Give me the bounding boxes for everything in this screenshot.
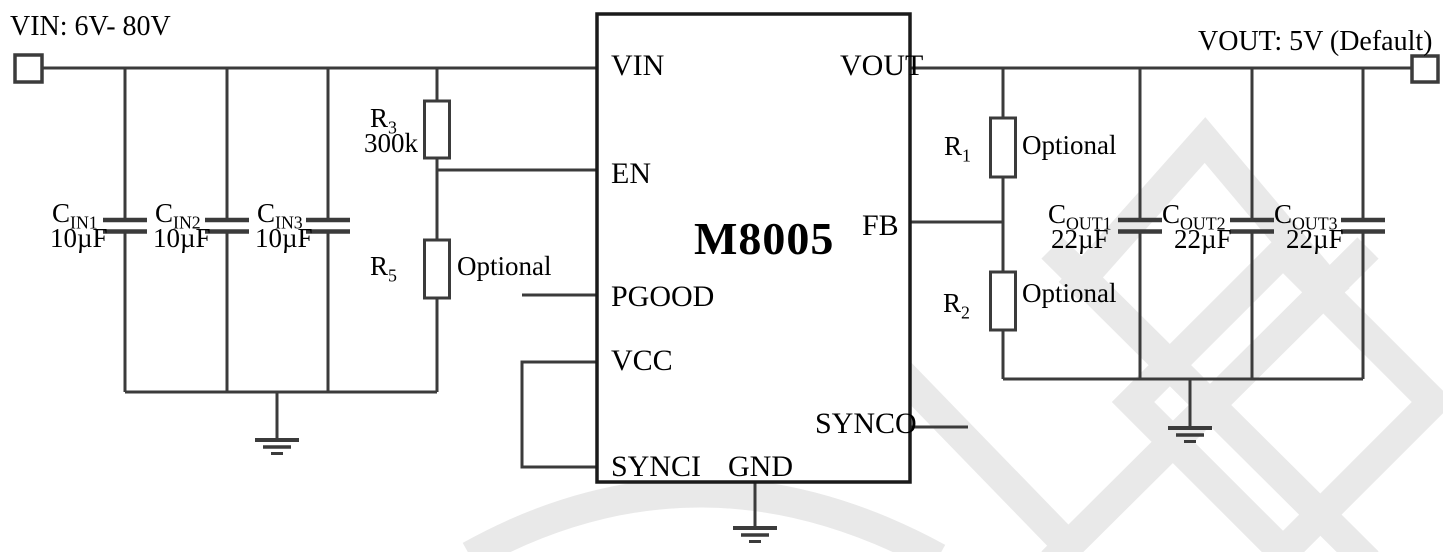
capacitor-plates (103, 217, 1385, 234)
r2-note: Optional (1022, 278, 1117, 308)
cin1-value: 10µF (50, 223, 108, 253)
cout1-ref-sub: OUT1 (1066, 213, 1112, 234)
pin-vcc: VCC (611, 344, 673, 377)
pin-synco: SYNCO (815, 407, 917, 440)
cin3-ref: CIN3 (257, 198, 303, 231)
pin-pgood: PGOOD (611, 280, 715, 313)
cin1-ref-letter: C (52, 198, 71, 228)
r2-ref-letter: R (943, 288, 962, 318)
cin3-ref-sub: IN3 (275, 212, 303, 233)
ground-ic (733, 526, 777, 543)
ground-symbols (255, 426, 1212, 543)
pin-vout: VOUT (840, 49, 924, 82)
r5-ref: R5 (370, 251, 397, 284)
cin1-ref-sub: IN1 (70, 212, 98, 233)
r5-note: Optional (457, 251, 552, 281)
cout3-value: 22µF (1286, 224, 1344, 254)
resistor-bodies (423, 99, 1017, 332)
input-voltage-label: VIN: 6V- 80V (10, 11, 171, 42)
cout2-ref-letter: C (1162, 199, 1181, 229)
r1-note: Optional (1022, 130, 1117, 160)
pin-gnd: GND (728, 450, 793, 483)
r1-ref-letter: R (944, 131, 963, 161)
ground-output (1168, 426, 1212, 443)
resistor-r2 (989, 270, 1017, 332)
pin-synci: SYNCI (611, 450, 702, 483)
cout2-ref: COUT2 (1162, 199, 1226, 232)
cout3-ref-sub: OUT3 (1292, 213, 1338, 234)
cin2-ref-letter: C (155, 198, 174, 228)
r3-ref-letter: R (370, 103, 389, 133)
ic-name: M8005 (694, 213, 835, 264)
pin-en: EN (611, 157, 651, 190)
cout3-ref: COUT3 (1274, 199, 1338, 232)
terminal-vin (13, 53, 44, 84)
cin3-value: 10µF (255, 223, 313, 253)
cout1-ref-letter: C (1048, 199, 1067, 229)
cout2-ref-sub: OUT2 (1180, 213, 1226, 234)
cin2-ref: CIN2 (155, 198, 201, 231)
cap-cin1 (103, 217, 147, 234)
r3-value: 300k (364, 128, 418, 158)
cin1-ref: CIN1 (52, 198, 98, 231)
ic-body (595, 12, 912, 484)
ground-input (255, 438, 299, 455)
wire-vcc-synci-loop (520, 360, 597, 469)
watermark (462, 117, 1443, 552)
terminals (13, 53, 1440, 84)
pin-vin: VIN (611, 49, 665, 82)
cin2-ref-sub: IN2 (173, 212, 201, 233)
terminal-vout (1410, 54, 1440, 84)
r2-ref-sub: 2 (961, 302, 970, 323)
cap-cin3 (306, 217, 350, 234)
r2-ref: R2 (943, 288, 970, 321)
cout2-value: 22µF (1174, 224, 1232, 254)
watermark-diagonal-3 (873, 345, 1089, 552)
resistor-r5 (423, 238, 451, 300)
watermark-diamond (1111, 230, 1443, 552)
cout3-ref-letter: C (1274, 199, 1293, 229)
r5-ref-letter: R (370, 251, 389, 281)
r3-ref-sub: 3 (388, 117, 397, 138)
watermark-arc (462, 477, 946, 552)
resistor-r3 (423, 99, 451, 160)
cap-cin2 (205, 217, 249, 234)
cout1-value: 22µF (1051, 224, 1109, 254)
resistor-r1 (989, 116, 1017, 179)
cap-cout1 (1118, 217, 1162, 234)
r1-ref-sub: 1 (962, 145, 971, 166)
cap-cout3 (1341, 217, 1385, 234)
r3-ref: R3 (370, 103, 397, 136)
pin-fb: FB (862, 209, 899, 242)
cin3-ref-letter: C (257, 198, 276, 228)
r5-ref-sub: 5 (388, 265, 397, 286)
wire-layer (42, 66, 1412, 528)
cin2-value: 10µF (153, 223, 211, 253)
output-voltage-label: VOUT: 5V (Default) (1198, 26, 1433, 57)
cout1-ref: COUT1 (1048, 199, 1112, 232)
r1-ref: R1 (944, 131, 971, 164)
cap-cout2 (1230, 217, 1274, 234)
